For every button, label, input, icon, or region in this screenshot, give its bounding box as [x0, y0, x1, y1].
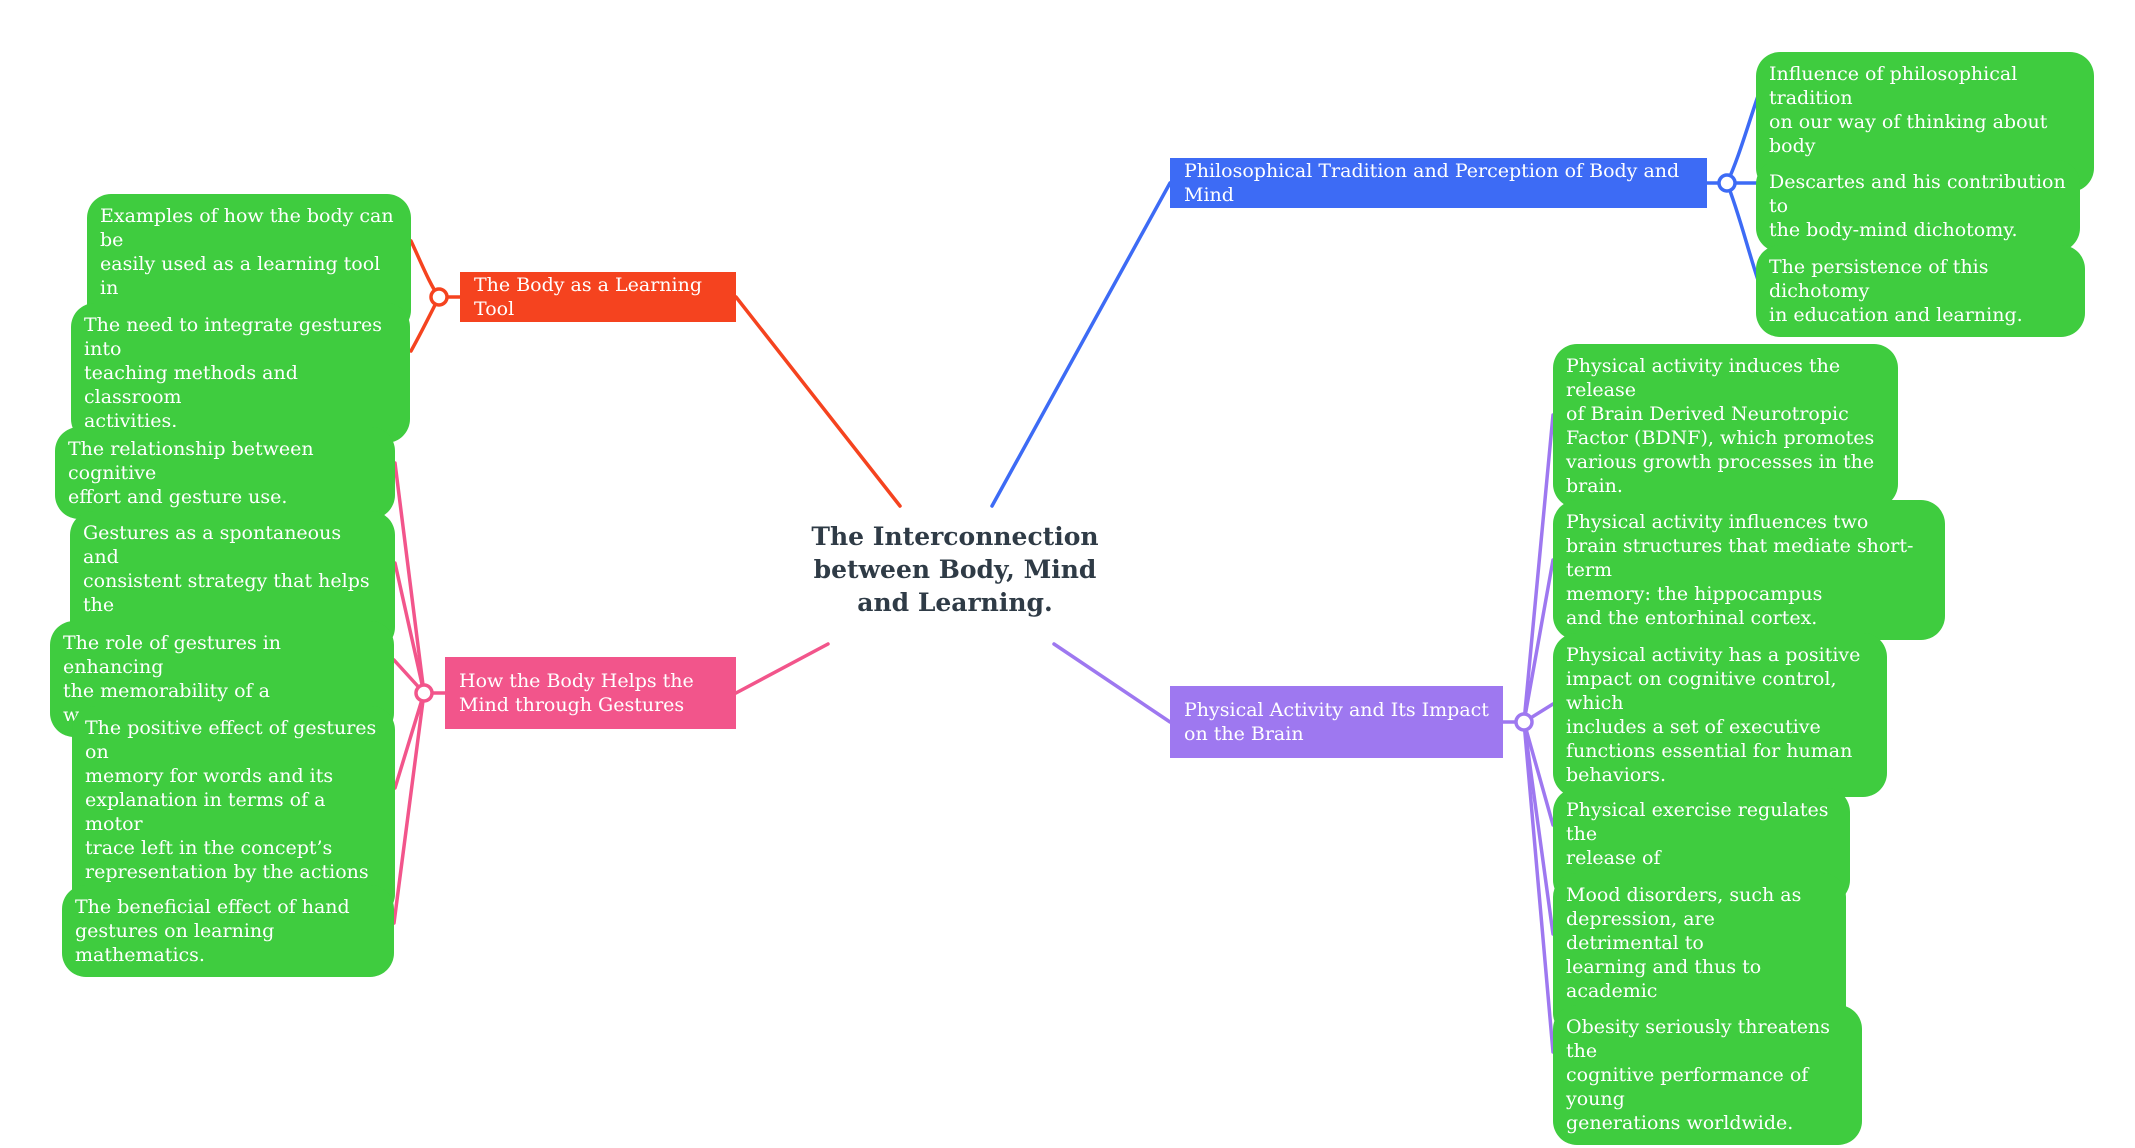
- body-tool-connectors: [409, 239, 902, 508]
- philosophy-leaf-line-1: [1725, 94, 1760, 185]
- gestures-leaf-line-2: [393, 561, 426, 695]
- gestures-leaf-line-1: [393, 461, 426, 695]
- branch-gestures[interactable]: How the Body Helps the Mind through Gest…: [445, 657, 736, 729]
- gestures-leaf-4[interactable]: The positive effect of gestures on memor…: [72, 706, 395, 918]
- gestures-hub-circle: [414, 683, 434, 703]
- activity-leaf-line-6: [1522, 720, 1555, 1054]
- branch-activity[interactable]: Physical Activity and Its Impact on the …: [1170, 686, 1503, 758]
- central-topic[interactable]: The Interconnection between Body, Mind a…: [811, 522, 1099, 617]
- root-to-body-tool-line: [734, 295, 902, 508]
- philosophy-leaf-3[interactable]: The persistence of this dichotomy in edu…: [1756, 245, 2085, 337]
- activity-leaf-line-2: [1522, 558, 1555, 724]
- philosophy-hub-circle: [1717, 173, 1737, 193]
- philosophy-leaf-2[interactable]: Descartes and his contribution to the bo…: [1756, 160, 2080, 252]
- philosophy-connectors: [990, 94, 1760, 508]
- activity-hub-circle: [1514, 712, 1534, 732]
- activity-leaf-6[interactable]: Obesity seriously threatens the cognitiv…: [1553, 1005, 1862, 1145]
- body-tool-hub-circle: [429, 287, 449, 307]
- gestures-leaf-1[interactable]: The relationship between cognitive effor…: [55, 427, 395, 519]
- gestures-leaf-line-4: [393, 691, 426, 790]
- root-to-philosophy-line: [990, 181, 1172, 508]
- root-to-activity-line: [1052, 642, 1172, 724]
- branch-philosophy[interactable]: Philosophical Tradition and Perception o…: [1170, 158, 1707, 208]
- activity-leaf-line-4: [1522, 720, 1555, 827]
- branch-body-tool[interactable]: The Body as a Learning Tool: [460, 272, 736, 322]
- activity-leaf-line-1: [1522, 413, 1555, 724]
- activity-leaf-1[interactable]: Physical activity induces the release of…: [1553, 344, 1898, 508]
- activity-leaf-2[interactable]: Physical activity influences two brain s…: [1553, 500, 1945, 640]
- body-tool-leaf-2[interactable]: The need to integrate gestures into teac…: [71, 303, 410, 443]
- gestures-leaf-line-5: [392, 691, 426, 925]
- gestures-connectors: [392, 461, 830, 925]
- activity-leaf-3[interactable]: Physical activity has a positive impact …: [1553, 633, 1887, 797]
- gestures-leaf-5[interactable]: The beneficial effect of hand gestures o…: [62, 885, 394, 977]
- activity-connectors: [1052, 413, 1555, 1054]
- root-to-gestures-line: [734, 642, 830, 695]
- philosophy-leaf-line-3: [1725, 181, 1760, 282]
